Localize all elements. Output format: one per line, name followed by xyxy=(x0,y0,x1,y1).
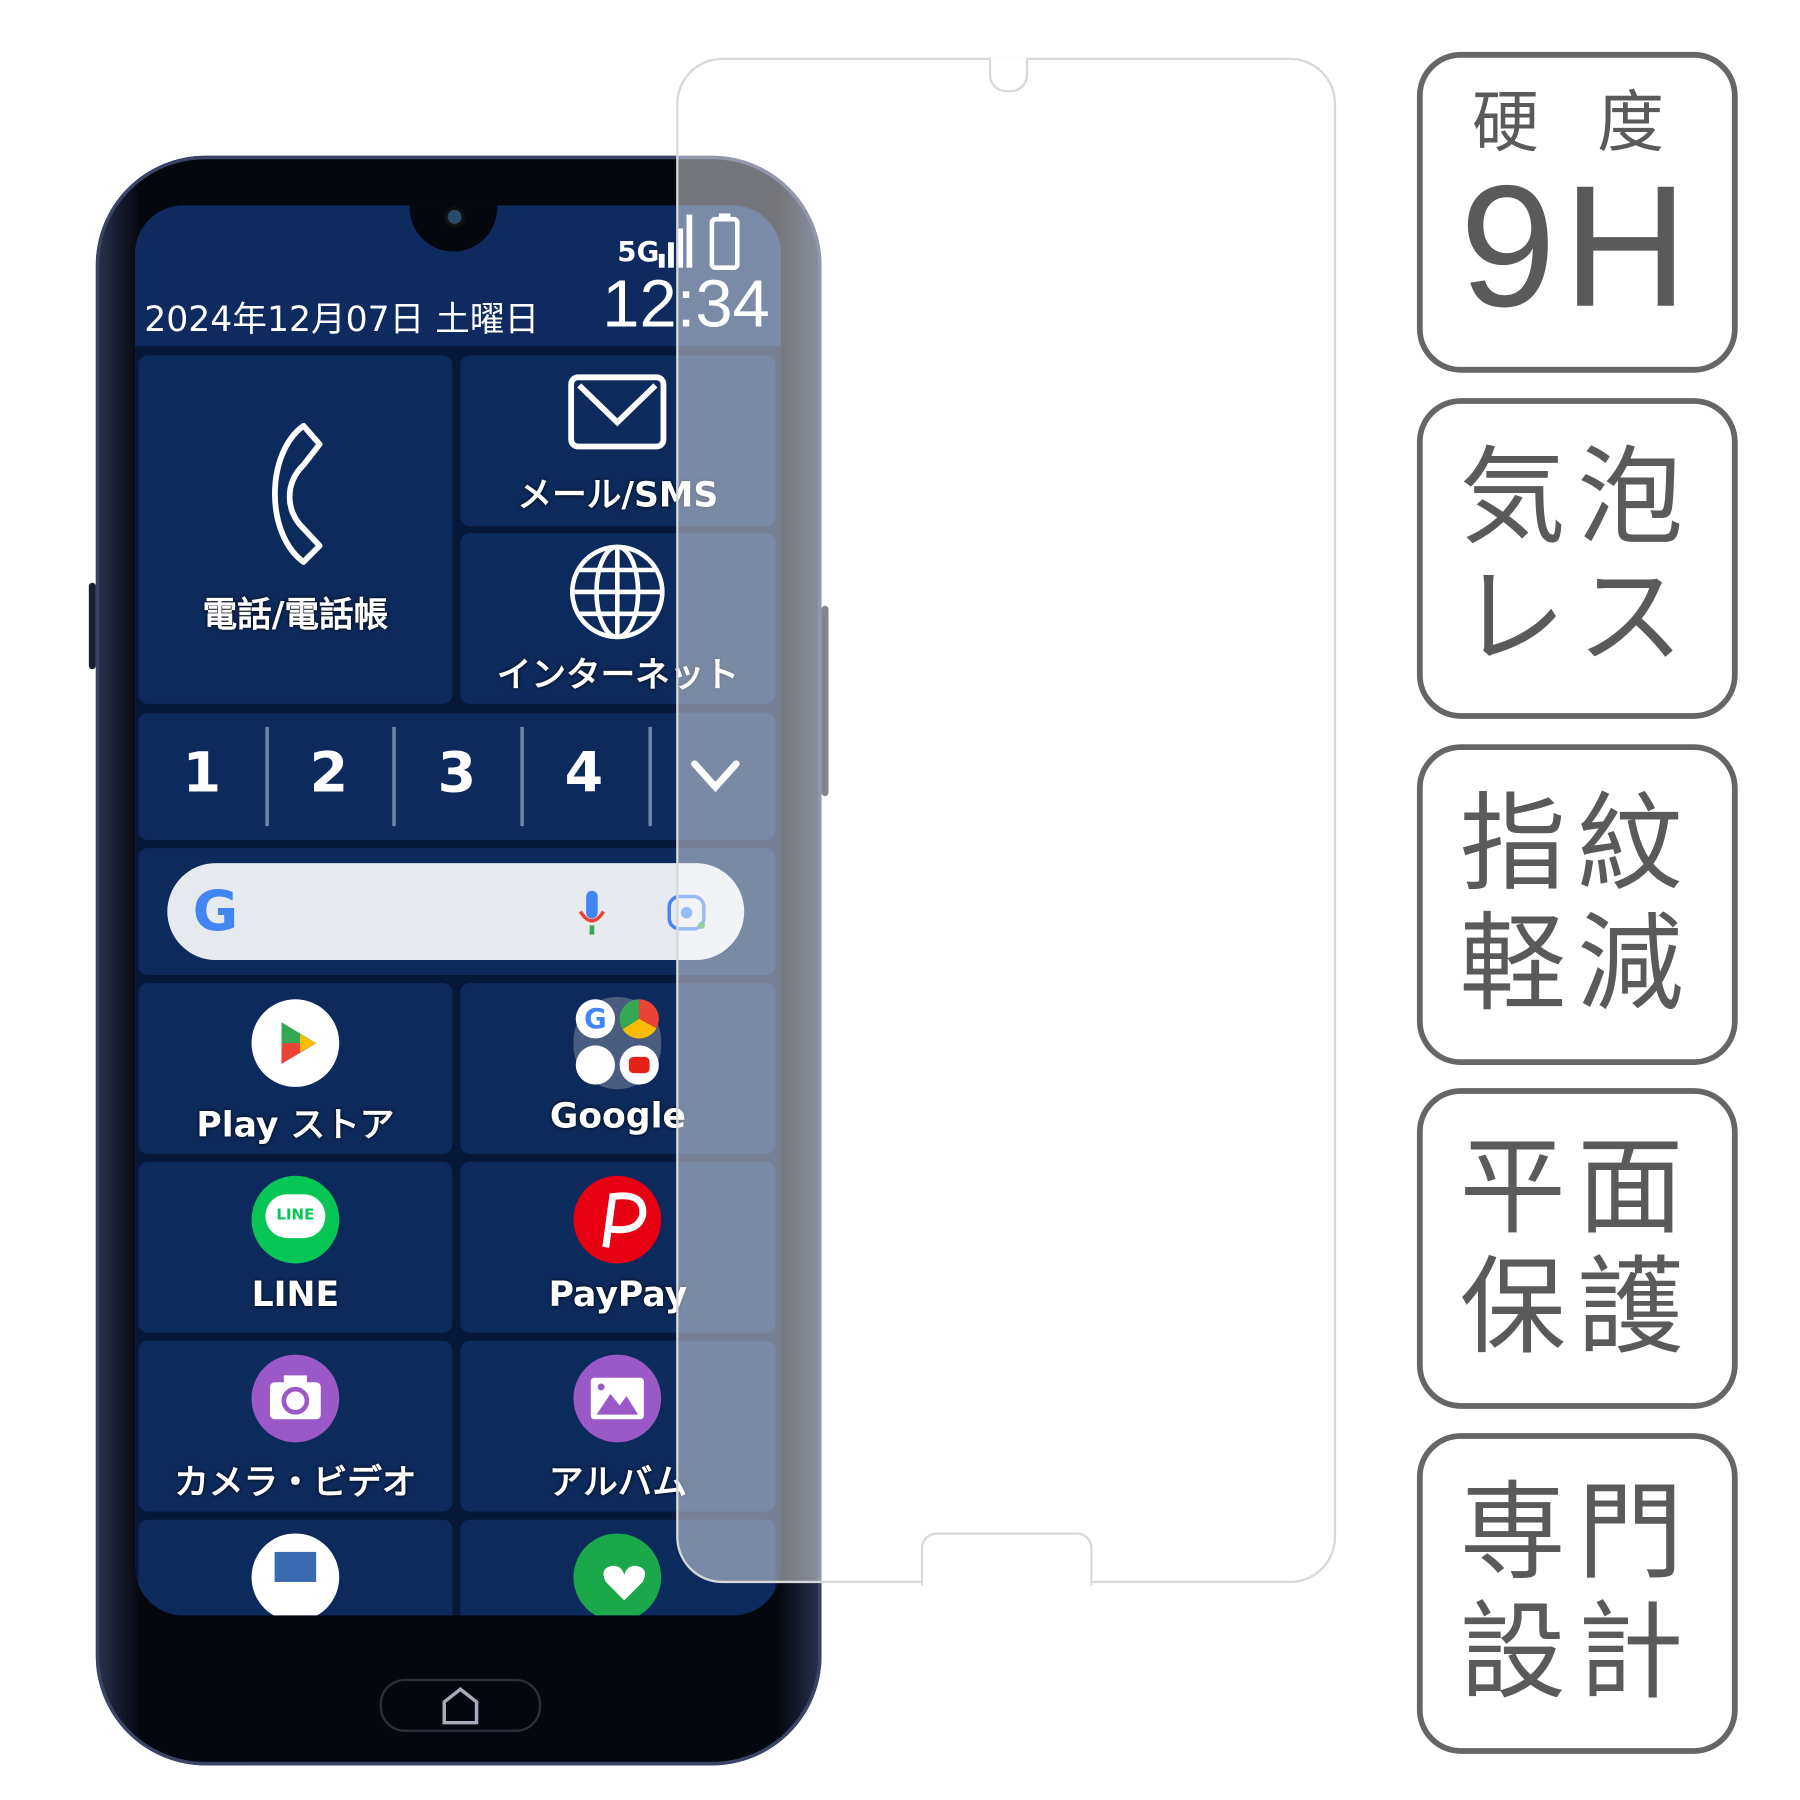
divider xyxy=(392,726,396,827)
chrome-icon xyxy=(619,999,659,1039)
google-g-icon: G xyxy=(192,879,239,944)
microphone-icon[interactable] xyxy=(576,888,608,939)
mail-tile[interactable]: メール/SMS xyxy=(460,355,776,527)
album-icon xyxy=(573,1354,662,1443)
home-icon xyxy=(442,1687,479,1725)
app-tile-heart-call[interactable] xyxy=(460,1519,776,1616)
divider xyxy=(265,726,269,827)
status-bar: 5G 2024年12月07日 土曜日 12:34 xyxy=(135,205,782,347)
internet-tile-label: インターネット xyxy=(496,655,740,696)
phone-screen: 5G 2024年12月07日 土曜日 12:34 電話/電話帳 メール/SMS xyxy=(135,205,782,1616)
mail-tile-label: メール/SMS xyxy=(517,475,719,516)
play-store-icon xyxy=(251,999,340,1087)
badge-bubble-free: 気泡 レス xyxy=(1416,398,1738,719)
badge-hardness: 硬 度 9H xyxy=(1416,51,1738,373)
badge-hardness-label: 硬 度 xyxy=(1472,83,1683,162)
app-tile-play-store[interactable]: Play ストア xyxy=(138,983,453,1154)
front-camera-icon xyxy=(447,210,462,224)
paypay-icon xyxy=(573,1175,662,1264)
google-lens-icon[interactable] xyxy=(666,891,710,935)
side-button-right xyxy=(821,605,829,797)
badge-line: 設計 xyxy=(1459,1591,1696,1715)
badge-line: 気泡 xyxy=(1459,436,1696,560)
app-label: Play ストア xyxy=(196,1105,395,1146)
app-tile-yahoo-news[interactable] xyxy=(138,1519,453,1616)
app-tile-paypay[interactable]: PayPay xyxy=(460,1161,776,1333)
page-1[interactable]: 1 xyxy=(182,740,222,806)
clock: 12:34 xyxy=(602,266,770,342)
app-tile-camera[interactable]: カメラ・ビデオ xyxy=(138,1340,453,1512)
badge-flat-protection: 平面 保護 xyxy=(1416,1088,1738,1409)
app-tile-album[interactable]: アルバム xyxy=(460,1340,776,1512)
date-label: 2024年12月07日 土曜日 xyxy=(144,300,540,341)
page-4[interactable]: 4 xyxy=(564,740,604,806)
badge-line: レス xyxy=(1459,556,1696,680)
camera-icon xyxy=(251,1354,340,1443)
page-selector: 1 2 3 4 xyxy=(138,713,776,841)
signal-battery-icon xyxy=(658,213,740,270)
film-camera-cutout xyxy=(988,57,1029,93)
page-2[interactable]: 2 xyxy=(309,740,349,806)
phone-tile-label: 電話/電話帳 xyxy=(202,595,389,636)
app-label: アルバム xyxy=(548,1463,687,1504)
page-3[interactable]: 3 xyxy=(437,740,477,806)
chevron-down-icon[interactable] xyxy=(690,757,741,794)
app-label: カメラ・ビデオ xyxy=(174,1463,417,1504)
badge-line: 軽減 xyxy=(1459,902,1696,1026)
phone-tile[interactable]: 電話/電話帳 xyxy=(138,355,453,704)
app-label: PayPay xyxy=(548,1275,688,1316)
home-button[interactable] xyxy=(379,1678,542,1732)
google-app-icon: G xyxy=(575,999,616,1039)
app-label: LINE xyxy=(251,1275,340,1316)
divider xyxy=(648,726,652,827)
app-tile-google-folder[interactable]: G Google xyxy=(460,983,776,1154)
globe-icon xyxy=(570,544,665,640)
mail-envelope-icon xyxy=(568,374,667,450)
google-folder-icon: G xyxy=(573,996,662,1090)
youtube-icon xyxy=(619,1045,659,1085)
heart-call-icon xyxy=(573,1533,662,1616)
search-widget: G xyxy=(138,848,776,976)
badge-hardness-value: 9H xyxy=(1459,148,1695,343)
badge-line: 平面 xyxy=(1459,1126,1696,1250)
app-label: Google xyxy=(549,1096,686,1137)
badge-line: 保護 xyxy=(1459,1246,1696,1370)
divider xyxy=(520,726,524,827)
phone-body: 5G 2024年12月07日 土曜日 12:34 電話/電話帳 メール/SMS xyxy=(88,155,829,1766)
badge-line: 専門 xyxy=(1459,1471,1696,1595)
line-icon: LINE xyxy=(251,1175,340,1264)
line-icon-text: LINE xyxy=(265,1194,326,1239)
app-tile-line[interactable]: LINE LINE xyxy=(138,1161,453,1333)
internet-tile[interactable]: インターネット xyxy=(460,533,776,704)
badge-line: 指紋 xyxy=(1459,782,1696,906)
google-search-bar[interactable]: G xyxy=(167,863,745,961)
network-label: 5G xyxy=(617,235,660,268)
maps-icon xyxy=(575,1045,616,1085)
side-button-left xyxy=(88,582,96,670)
badge-dedicated-design: 専門 設計 xyxy=(1416,1433,1738,1754)
screen-protector-film xyxy=(676,57,1337,1584)
badge-anti-fingerprint: 指紋 軽減 xyxy=(1416,744,1738,1066)
film-bottom-cutout xyxy=(920,1532,1093,1586)
yahoo-news-icon xyxy=(251,1533,340,1616)
phone-handset-icon xyxy=(272,422,323,565)
